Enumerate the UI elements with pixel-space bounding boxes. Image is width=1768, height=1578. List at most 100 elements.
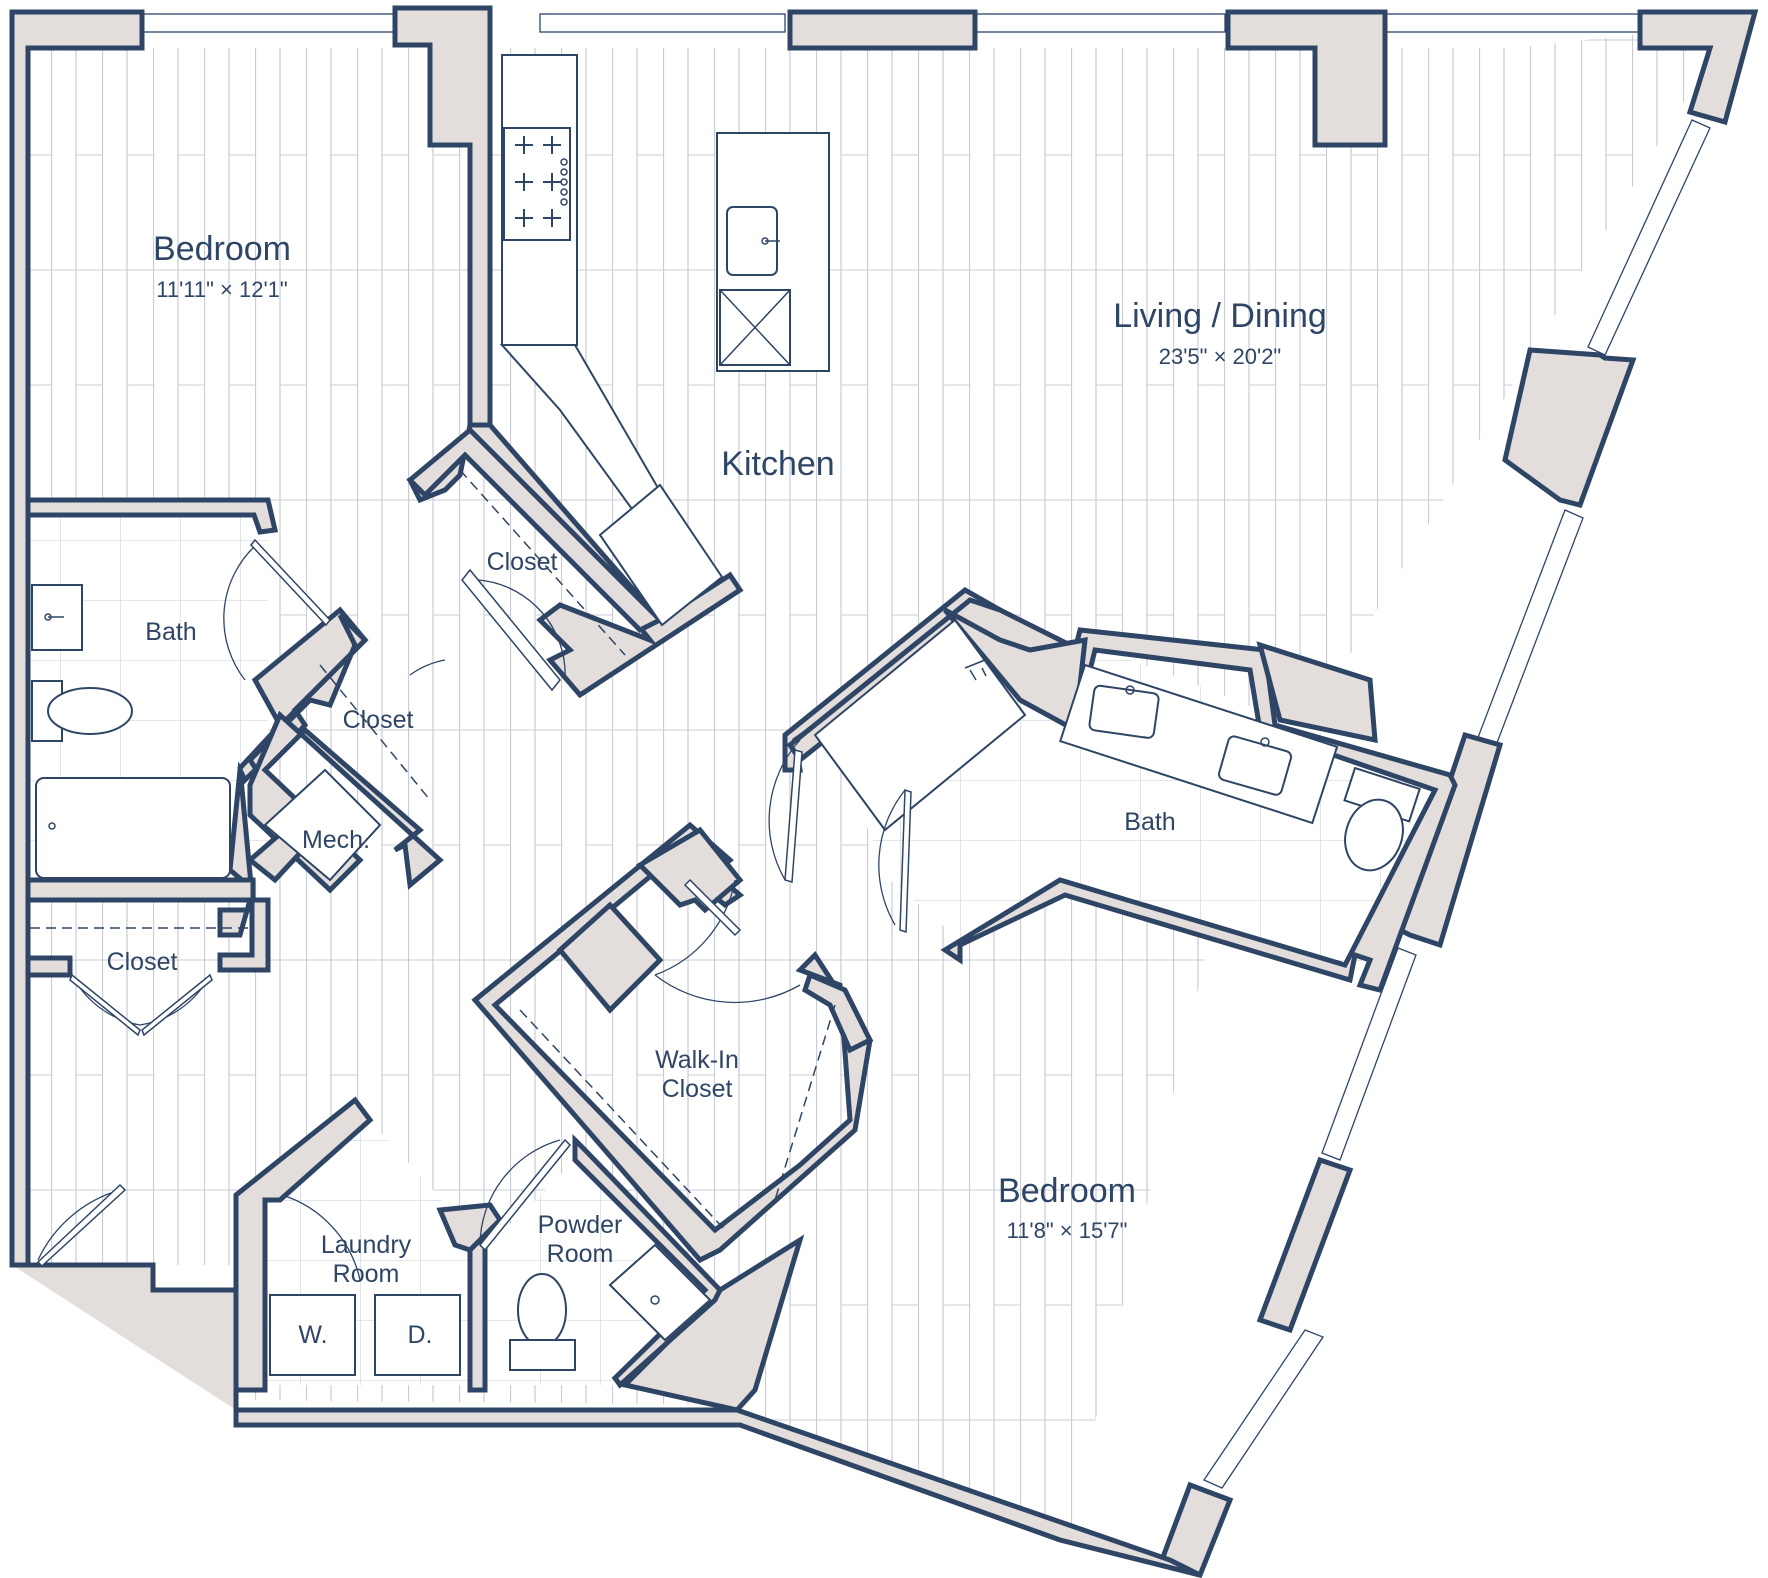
bath2-toilet-icon — [1343, 766, 1421, 872]
shower-head-icon — [964, 659, 987, 681]
wall-pier-top-3 — [1225, 9, 1388, 148]
window-right-2 — [1476, 509, 1584, 749]
wall-walkin-upper — [635, 826, 744, 914]
living-dining-dims: 23'5" × 20'2" — [1159, 344, 1282, 369]
wall-pier-top-2 — [787, 9, 978, 51]
door-swing-powder — [479, 1139, 561, 1246]
tub-drain-icon — [48, 822, 56, 830]
door-swing-bedroom1 — [37, 1189, 121, 1261]
kitchen-name: Kitchen — [721, 445, 834, 483]
door-swing-kitchen-closet — [461, 579, 566, 681]
bath1-toilet-icon — [31, 680, 133, 742]
walk-in-closet-line1: Walk-In — [655, 1046, 739, 1074]
door-swing-walkin — [654, 879, 736, 976]
door-swing-bath2-entry — [878, 789, 906, 926]
bath2-sink-left — [1088, 684, 1160, 739]
bathtub — [35, 777, 231, 879]
cooktop-knob-icon — [560, 198, 568, 206]
door-leaf-closet-left — [69, 973, 141, 1037]
door-leaf-bedroom1 — [36, 1183, 127, 1268]
window-top-1 — [139, 13, 396, 33]
wall-walkin-right — [801, 971, 874, 1054]
cooktop-knob-icon — [560, 168, 568, 176]
window-top-4 — [1384, 13, 1641, 33]
doors — [30, 469, 912, 1281]
wall-corner-top-right — [1637, 9, 1759, 126]
dryer-label: D. — [408, 1321, 433, 1349]
wall-bath2-wedge — [943, 607, 1088, 734]
door-leaf-closet-left-r — [141, 973, 213, 1037]
mech-unit — [263, 768, 382, 882]
washer — [269, 1294, 356, 1376]
powder-faucet-icon — [650, 1295, 660, 1305]
closet-center-name: Closet — [343, 706, 414, 734]
bath-2-name: Bath — [1124, 808, 1175, 836]
wall-laundry-door-jamb — [436, 1202, 504, 1253]
powder-room-fixtures — [509, 1243, 712, 1371]
wall-pier-right-3 — [1256, 1156, 1354, 1334]
cooktop — [503, 127, 571, 241]
cooktop-knob-icon — [560, 178, 568, 186]
bath2-faucet-icon — [1125, 685, 1135, 695]
wall-kitchen-closet — [406, 422, 744, 699]
wall-pier-top-1 — [392, 5, 493, 428]
windows — [139, 13, 1711, 1489]
wall-kitchen-closet-inner — [406, 426, 665, 634]
bath-2-walls — [782, 586, 1458, 993]
wall-bedroom1-bath1 — [25, 497, 279, 535]
laundry-room-line2: Room — [333, 1260, 400, 1288]
kitchen-closet-walls — [406, 422, 744, 699]
wall-closet-left-bottom — [25, 955, 73, 978]
door-swing-walkin-2 — [654, 974, 801, 1004]
powder-sink — [608, 1243, 712, 1342]
door-swing-bath2 — [768, 739, 801, 881]
powder-room-line1: Powder — [538, 1211, 623, 1239]
appliances — [263, 768, 461, 1376]
kitchen-fixtures — [499, 54, 830, 627]
wall-walkin-closet-block — [556, 901, 664, 1014]
bath2-faucet-icon — [1260, 737, 1270, 747]
cooktop-knob-icon — [560, 158, 568, 166]
window-top-2 — [539, 13, 786, 33]
wall-laundry-top — [233, 1096, 374, 1393]
living-dining-name: Living / Dining — [1113, 297, 1327, 335]
door-swing-bath1 — [223, 544, 257, 681]
closet-rod-kitchen — [459, 469, 626, 656]
cooktop-burners-icon — [515, 136, 561, 227]
shower-enclosure — [813, 618, 1027, 832]
wall-bath1-bottom — [25, 877, 256, 903]
wall-bath2-vanity-bump — [1256, 641, 1378, 744]
door-leaf-walkin — [683, 878, 742, 937]
window-right-4 — [1203, 1329, 1324, 1489]
dryer — [374, 1294, 461, 1376]
wall-closet-left-right — [217, 897, 271, 973]
room-labels: Bedroom 11'11" × 12'1" Living / Dining 2… — [107, 230, 1327, 1349]
door-leaf-bath1 — [250, 538, 331, 627]
exterior-wall-bottom — [12, 1262, 1202, 1578]
bath-1-name: Bath — [145, 618, 196, 646]
door-leaf-bath2 — [784, 749, 803, 883]
wall-powder-laundry — [467, 1223, 488, 1393]
bath-1-fixtures — [31, 584, 231, 879]
walk-in-closet-line2: Closet — [662, 1075, 733, 1103]
window-right-3 — [1321, 947, 1417, 1161]
wall-pier-right-1 — [1502, 347, 1637, 508]
refrigerator — [598, 483, 724, 627]
door-swing-laundry — [281, 1194, 361, 1281]
powder-toilet-icon — [509, 1273, 576, 1371]
mech-name: Mech. — [302, 826, 370, 854]
laundry-room-line1: Laundry — [321, 1231, 412, 1259]
door-swing-closet-center — [409, 659, 446, 676]
washer-label: W. — [298, 1321, 327, 1349]
door-leaf-bath2-entry — [899, 788, 912, 934]
door-leaf-kitchen-closet — [461, 568, 561, 692]
closet-rod-walkin-2 — [774, 1004, 836, 1201]
bath-2-fixtures — [813, 618, 1421, 872]
closet-left-name: Closet — [107, 948, 178, 976]
window-top-3 — [974, 13, 1226, 33]
bedroom-1-name: Bedroom — [153, 230, 291, 268]
powder-room-line2: Room — [547, 1240, 614, 1268]
closet-rod-center — [319, 664, 431, 801]
bedroom-2-dims: 11'8" × 15'7" — [1007, 1218, 1128, 1243]
